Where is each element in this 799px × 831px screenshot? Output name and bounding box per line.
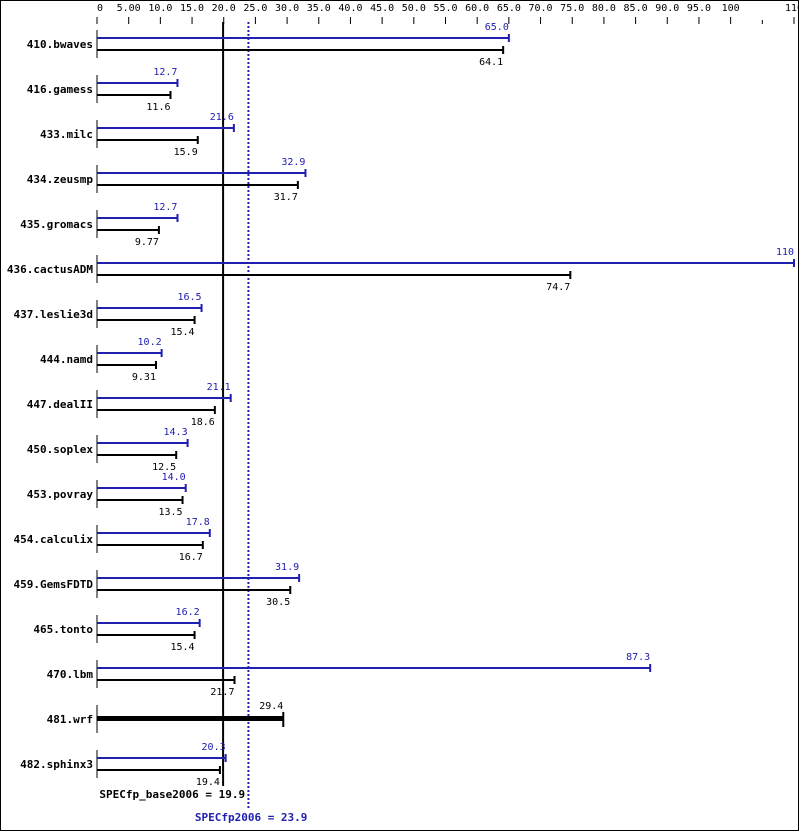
x-tick-label: 30.0 (275, 3, 299, 14)
peak-value-label: 65.0 (485, 22, 509, 33)
x-tick-label: 85.0 (624, 3, 648, 14)
base-value-label: 13.5 (158, 507, 182, 518)
category-label: 481.wrf (47, 713, 93, 726)
base-value-label: 29.4 (259, 701, 283, 712)
x-tick-label: 90.0 (655, 3, 679, 14)
base-bar (97, 716, 284, 721)
x-tick-label: 70.0 (528, 3, 552, 14)
peak-value-label: 16.5 (177, 292, 201, 303)
x-tick-label: 65.0 (497, 3, 521, 14)
base-value-label: 15.9 (174, 147, 198, 158)
peak-value-label: 10.2 (138, 337, 162, 348)
peak-value-label: 16.2 (176, 607, 200, 618)
x-tick-label: 15.0 (180, 3, 204, 14)
category-label: 454.calculix (14, 533, 94, 546)
x-tick-label: 50.0 (402, 3, 426, 14)
x-tick-label: 100 (722, 3, 740, 14)
category-label: 465.tonto (33, 623, 93, 636)
category-label: 453.povray (27, 488, 94, 501)
category-label: 435.gromacs (20, 218, 93, 231)
base-value-label: 9.77 (135, 237, 159, 248)
base-value-label: 74.7 (546, 282, 570, 293)
peak-value-label: 12.7 (153, 202, 177, 213)
category-label: 482.sphinx3 (20, 758, 93, 771)
x-tick-label: 110 (785, 3, 799, 14)
base-value-label: 11.6 (146, 102, 170, 113)
peak-value-label: 12.7 (153, 67, 177, 78)
base-value-label: 12.5 (152, 462, 176, 473)
category-label: 450.soplex (27, 443, 94, 456)
category-label: 410.bwaves (27, 38, 93, 51)
base-value-label: 21.7 (210, 687, 234, 698)
x-tick-label: 45.0 (370, 3, 394, 14)
x-tick-label: 0 (97, 3, 103, 14)
base-value-label: 15.4 (170, 642, 194, 653)
base-value-label: 18.6 (191, 417, 215, 428)
x-tick-label: 25.0 (243, 3, 267, 14)
x-tick-label: 20.0 (212, 3, 236, 14)
category-label: 437.leslie3d (14, 308, 93, 321)
base-value-label: 15.4 (170, 327, 194, 338)
peak-value-label: 110 (776, 247, 794, 258)
peak-value-label: 21.1 (207, 382, 231, 393)
base-value-label: 9.31 (132, 372, 156, 383)
base-value-label: 16.7 (179, 552, 203, 563)
x-tick-label: 5.00 (117, 3, 141, 14)
x-tick-label: 10.0 (148, 3, 172, 14)
category-label: 470.lbm (47, 668, 94, 681)
x-tick-label: 80.0 (592, 3, 616, 14)
peak-value-label: 21.6 (210, 112, 234, 123)
peak-value-label: 17.8 (186, 517, 210, 528)
x-tick-label: 55.0 (433, 3, 457, 14)
peak-value-label: 32.9 (281, 157, 305, 168)
base-value-label: 19.4 (196, 777, 220, 788)
peak-value-label: 14.3 (164, 427, 188, 438)
category-label: 433.milc (40, 128, 93, 141)
peak-value-label: 31.9 (275, 562, 299, 573)
peak-value-label: 14.0 (162, 472, 186, 483)
x-tick-label: 35.0 (307, 3, 331, 14)
x-tick-label: 95.0 (687, 3, 711, 14)
category-label: 436.cactusADM (7, 263, 93, 276)
peak-score-label: SPECfp2006 = 23.9 (195, 811, 308, 824)
base-value-label: 30.5 (266, 597, 290, 608)
category-label: 434.zeusmp (27, 173, 94, 186)
x-tick-label: 75.0 (560, 3, 584, 14)
category-label: 447.dealII (27, 398, 93, 411)
x-tick-label: 60.0 (465, 3, 489, 14)
base-value-label: 31.7 (274, 192, 298, 203)
peak-value-label: 87.3 (626, 652, 650, 663)
category-label: 416.gamess (27, 83, 93, 96)
x-tick-label: 40.0 (338, 3, 362, 14)
category-label: 459.GemsFDTD (14, 578, 94, 591)
base-value-label: 64.1 (479, 57, 503, 68)
peak-value-label: 20.3 (202, 742, 226, 753)
category-label: 444.namd (40, 353, 93, 366)
base-score-label: SPECfp_base2006 = 19.9 (99, 788, 245, 801)
